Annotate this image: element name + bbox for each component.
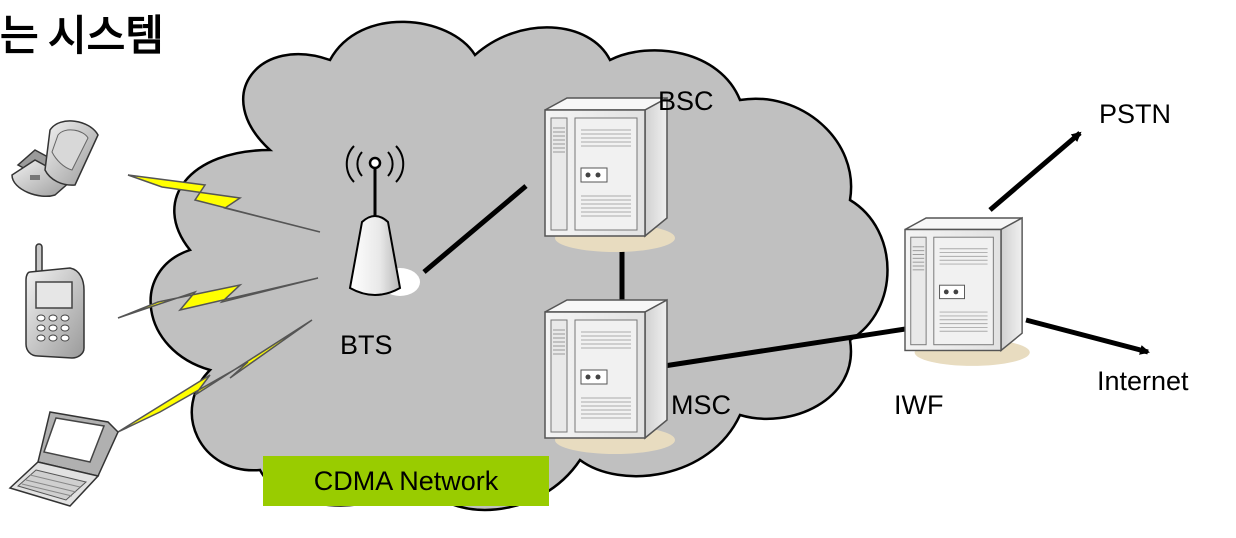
bts-label: BTS bbox=[340, 330, 393, 360]
link-msc-iwf bbox=[663, 325, 913, 369]
msc-label: MSC bbox=[671, 390, 731, 420]
bsc-label: BSC bbox=[658, 86, 714, 116]
page-title: 시스템 bbox=[48, 11, 164, 60]
internet-label: Internet bbox=[1097, 366, 1189, 396]
arrow-to-pstn bbox=[988, 131, 1082, 212]
pstn-label: PSTN bbox=[1099, 99, 1171, 129]
cdma-network-label-box bbox=[263, 456, 549, 506]
mobile-phone-icon bbox=[25, 243, 85, 359]
cdma-network-cloud bbox=[149, 20, 889, 512]
link-bts-bsc bbox=[422, 184, 528, 274]
arrow-to-internet bbox=[1025, 317, 1150, 355]
bsc-server-icon bbox=[544, 97, 676, 253]
flip-phone-icon bbox=[11, 120, 99, 197]
antenna-icon bbox=[345, 145, 420, 296]
cdma-network-label: CDMA Network bbox=[314, 466, 499, 496]
lightning-bolt-3 bbox=[117, 319, 313, 433]
laptop-icon bbox=[8, 411, 119, 507]
lightning-bolt-1 bbox=[127, 174, 321, 233]
lightning-bolt-2 bbox=[117, 277, 319, 319]
msc-server-icon bbox=[544, 299, 676, 455]
iwf-label: IWF bbox=[894, 390, 943, 420]
iwf-server-icon bbox=[904, 217, 1031, 367]
title-fragment: 는 bbox=[0, 11, 39, 60]
